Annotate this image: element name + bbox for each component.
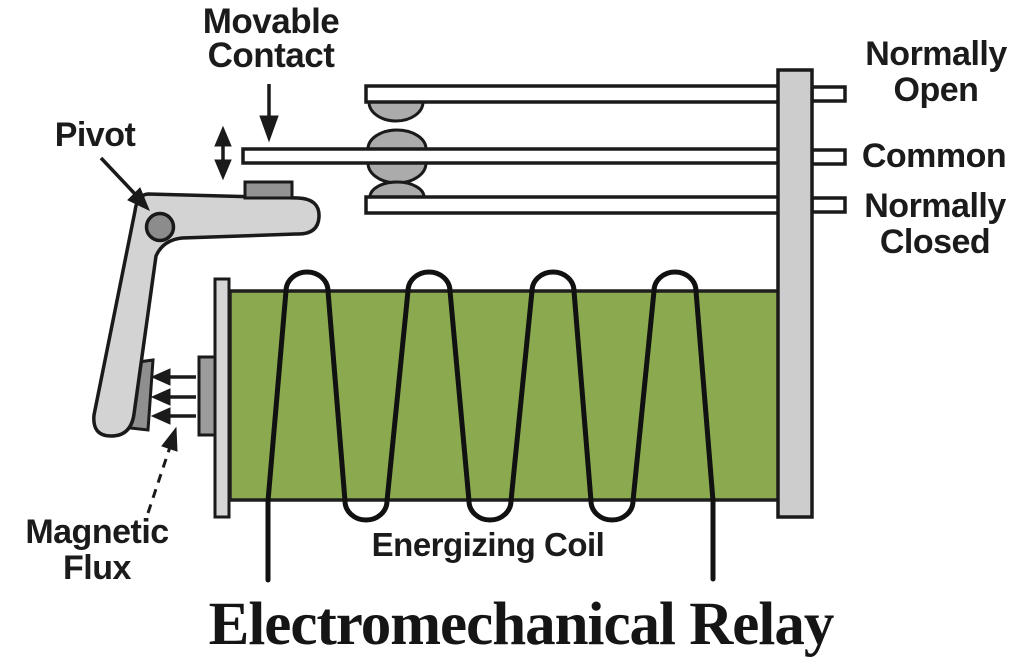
normally-open-strip (364, 84, 782, 104)
normally-closed-terminal (810, 196, 847, 214)
label-movable-contact-line2: Contact (207, 36, 335, 75)
label-movable-contact: Movable Contact (202, 2, 340, 75)
pivot-pin (144, 211, 176, 243)
normally-closed-strip (364, 195, 782, 215)
armature-lever (92, 192, 321, 438)
label-energizing-coil: Energizing Coil (371, 526, 605, 563)
pivot-arrow-icon (99, 156, 150, 212)
label-normally-closed-line2: Closed (879, 223, 991, 261)
label-normally-open-line1: Normally (865, 35, 1007, 73)
contact-pads (366, 100, 428, 199)
label-magnetic-flux: Magnetic Flux (25, 513, 169, 587)
label-magnetic-flux-line2: Flux (63, 549, 131, 587)
common-upper-pad (366, 128, 428, 151)
normally-closed-pad (368, 180, 426, 199)
magnetic-flux-arrow-icon (146, 426, 178, 514)
annotation-arrows (99, 84, 279, 514)
normally-open-terminal (810, 85, 847, 103)
coil-assembly (197, 269, 781, 583)
core-block (197, 355, 217, 437)
label-pivot: Pivot (54, 116, 136, 154)
label-normally-open-line2: Open (893, 71, 979, 109)
armature-group (92, 180, 321, 438)
coil-winding-wire (265, 269, 716, 583)
movable-contact-block (243, 180, 294, 200)
common-lower-pad (366, 161, 428, 185)
label-magnetic-flux-line1: Magnetic (25, 513, 169, 551)
travel-double-arrow-icon (214, 125, 232, 181)
flux-arrows-icon (150, 368, 196, 425)
label-normally-open: Normally Open (865, 36, 1007, 108)
label-movable-contact-line1: Movable (202, 2, 340, 41)
coil-body (228, 289, 781, 502)
common-terminal (810, 148, 847, 166)
diagram-title: Electromechanical Relay (208, 591, 835, 658)
frame-post (776, 68, 814, 519)
movable-contact-arrow-icon (259, 84, 279, 143)
bobbin-flange (213, 277, 231, 519)
label-common: Common (861, 137, 1007, 175)
contact-strips (241, 84, 847, 215)
label-normally-closed-line1: Normally (864, 187, 1006, 225)
normally-open-pad (367, 100, 425, 123)
label-normally-closed: Normally Closed (864, 188, 1006, 260)
common-strip (241, 147, 782, 165)
